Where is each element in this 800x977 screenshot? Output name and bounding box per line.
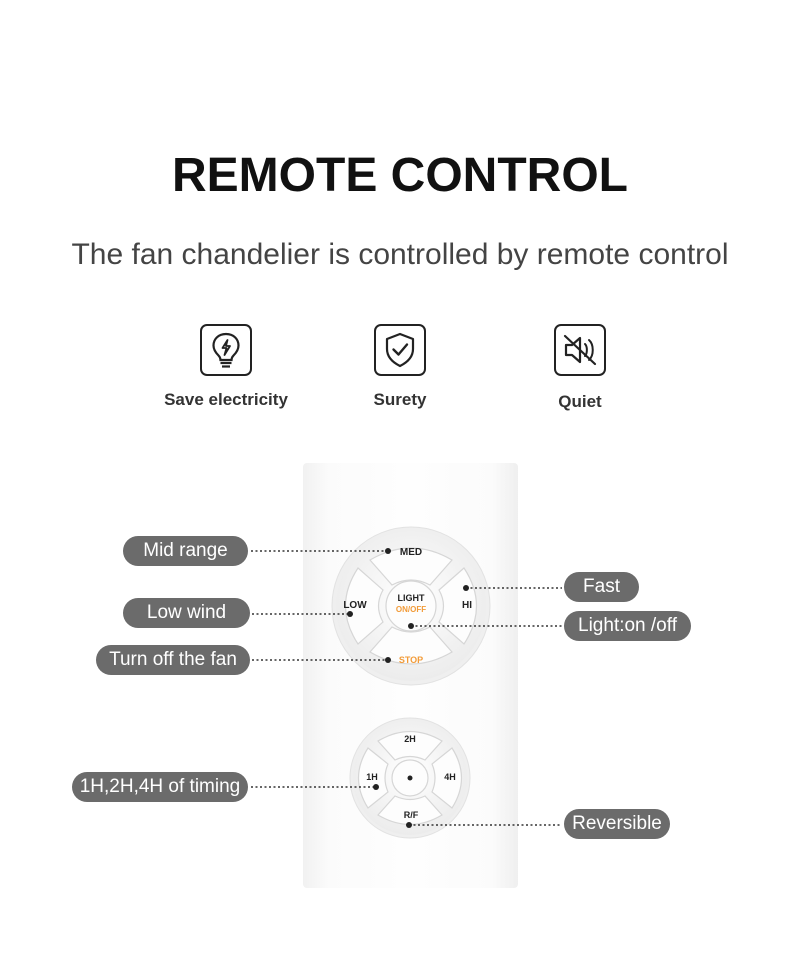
light-onoff-label: ON/OFF [396,605,426,614]
lightbulb-icon [200,324,252,376]
timer-center-dot [407,775,413,781]
page-subtitle: The fan chandelier is controlled by remo… [71,238,729,271]
low-button[interactable] [344,567,384,645]
callout-dot [385,657,391,663]
callout-mid-range: Mid range [123,536,248,566]
timer-1h-button[interactable] [358,747,389,809]
feature-label: Save electricity [164,390,288,409]
timer-4h-label: 4H [444,772,456,782]
callout-dot [406,822,412,828]
callout-light: Light:on /off [564,611,691,641]
stop-button[interactable] [369,626,453,665]
timer-2h-button[interactable] [377,731,443,761]
shield-check-icon [374,324,426,376]
timer-2h-label: 2H [404,734,416,744]
timer-4h-button[interactable] [431,747,462,809]
light-button[interactable] [385,580,437,632]
callout-dot [347,611,353,617]
feature-quiet: Quiet [490,324,670,412]
callout-reversible: Reversible [564,809,670,839]
speaker-mute-icon [554,324,606,376]
callout-fast: Fast [564,572,639,602]
callout-dot [373,784,379,790]
callout-dot [463,585,469,591]
callout-turn-off: Turn off the fan [96,645,250,675]
feature-label: Surety [373,390,427,409]
callout-timing: 1H,2H,4H of timing [72,772,248,802]
low-label: LOW [343,600,367,611]
feature-label: Quiet [558,392,602,411]
timer-1h-label: 1H [366,772,378,782]
reverse-button[interactable] [377,795,443,825]
light-label: LIGHT [398,593,425,603]
stop-label: STOP [399,655,423,665]
callout-dot [385,548,391,554]
med-label: MED [400,547,422,558]
feature-save-electricity: Save electricity [136,324,316,410]
callout-dot [408,623,414,629]
page-title: REMOTE CONTROL [172,149,628,202]
hi-label: HI [462,600,472,611]
feature-surety: Surety [310,324,490,410]
med-button[interactable] [369,547,453,586]
callout-low-wind: Low wind [123,598,250,628]
reverse-label: R/F [404,810,419,820]
